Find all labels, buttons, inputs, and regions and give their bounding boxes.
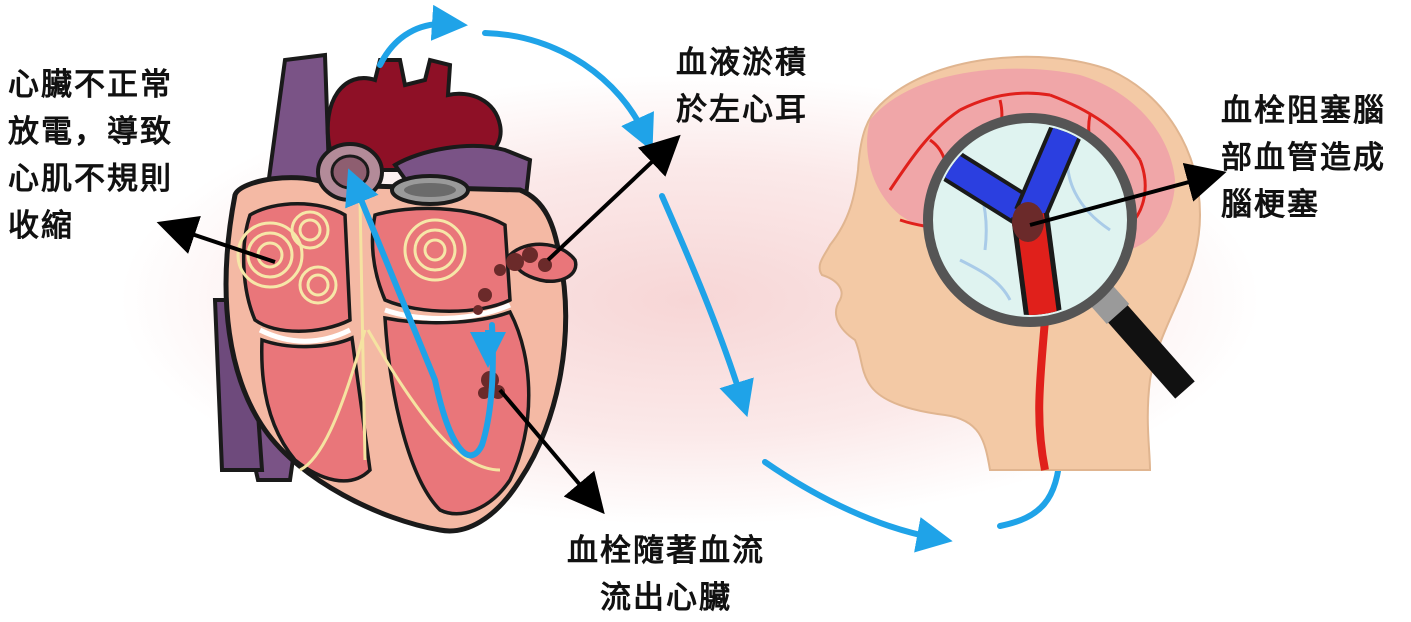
- label-stroke: 血栓阻塞腦 部血管造成 腦梗塞: [1221, 88, 1386, 229]
- heart-illustration: [215, 55, 576, 531]
- label-clot-exit: 血栓隨著血流 流出心臟: [556, 528, 776, 622]
- label-blood-pooling: 血液淤積 於左心耳: [676, 40, 808, 134]
- pointer-pooling: [548, 143, 672, 260]
- right-atrium: [244, 204, 350, 332]
- head-illustration: [820, 57, 1200, 470]
- label-arrhythmia: 心臟不正常 放電，導致 心肌不規則 收縮: [8, 62, 173, 250]
